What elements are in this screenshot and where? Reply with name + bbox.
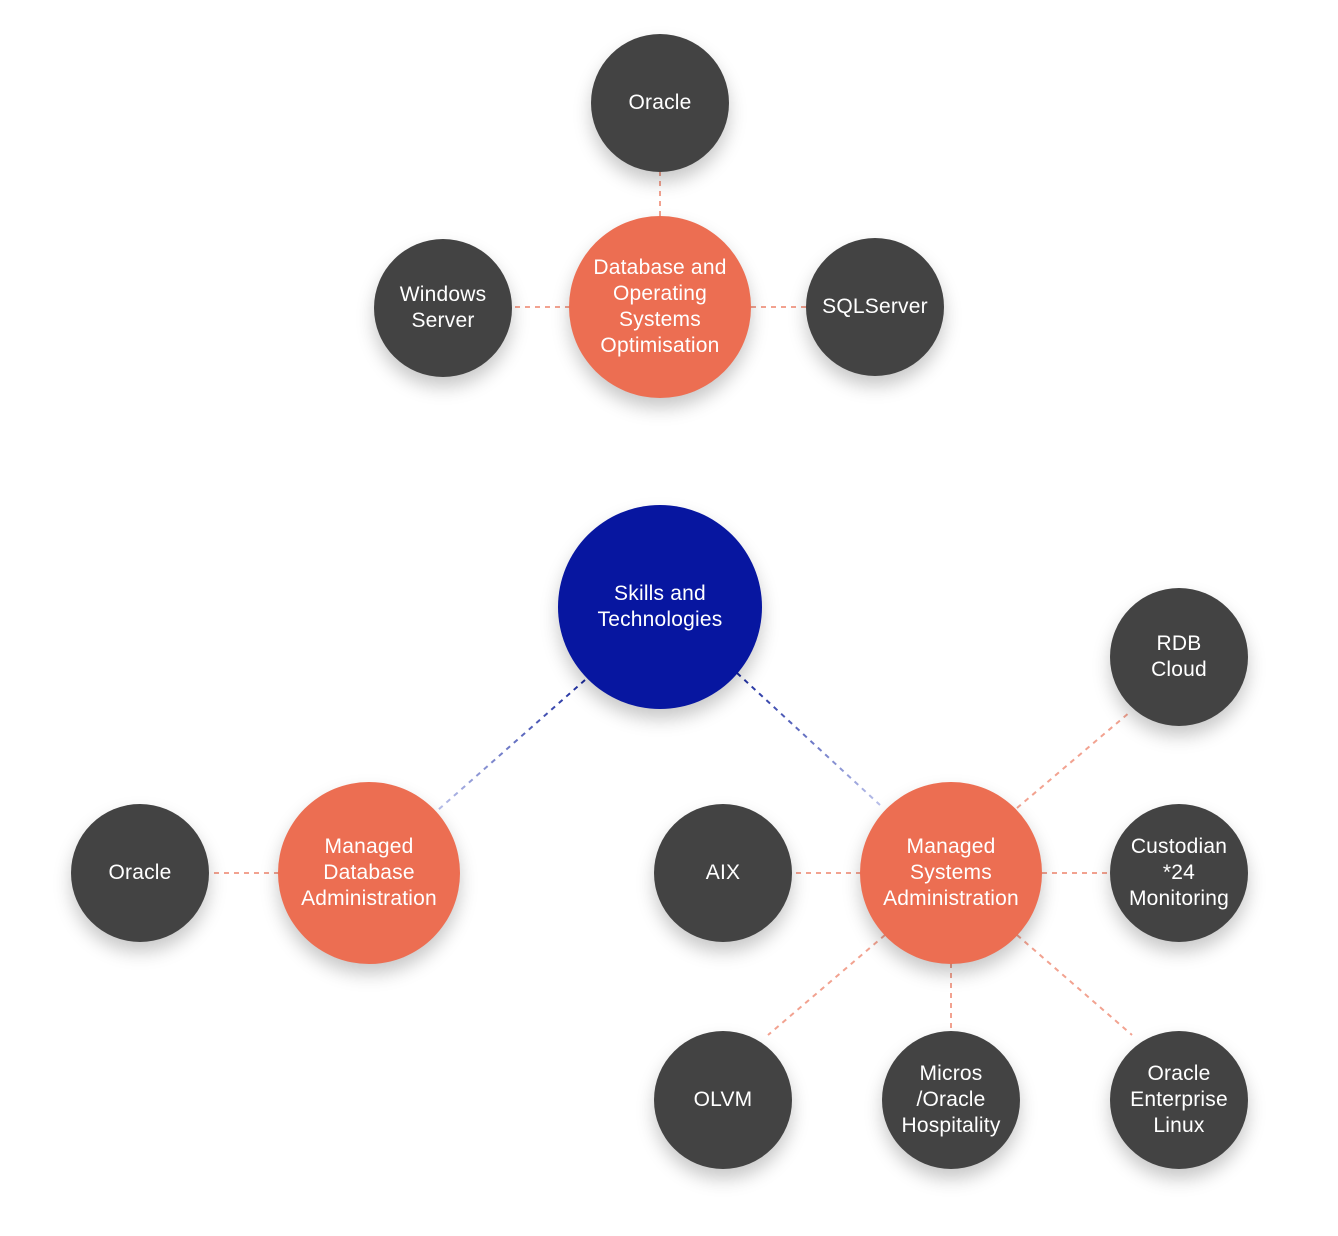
node-label: Database and Operating Systems Optimisat… <box>593 256 727 357</box>
node-database-os-optimisation: Database and Operating Systems Optimisat… <box>569 216 751 398</box>
node-label: Oracle <box>108 861 172 884</box>
node-aix: AIX <box>654 804 792 942</box>
node-label: OLVM <box>693 1088 753 1111</box>
node-skills-and-technologies: Skills and Technologies <box>558 505 762 709</box>
node-label: Windows Server <box>399 283 487 332</box>
node-label: Custodian *24 Monitoring <box>1128 835 1230 910</box>
link-center-msa <box>736 672 881 806</box>
node-label: Micros /Oracle Hospitality <box>901 1062 1001 1137</box>
node-label: Skills and Technologies <box>597 582 723 631</box>
node-label: AIX <box>705 861 741 884</box>
node-custodian-monitoring: Custodian *24 Monitoring <box>1110 804 1248 942</box>
node-label: Managed Systems Administration <box>883 835 1019 910</box>
node-label: Managed Database Administration <box>301 835 437 910</box>
link-msa-oel <box>1016 934 1133 1036</box>
node-olvm: OLVM <box>654 1031 792 1169</box>
node-managed-database-administration: Managed Database Administration <box>278 782 460 964</box>
node-label: SQLServer <box>822 295 928 318</box>
link-msa-olvm <box>767 934 886 1036</box>
node-sqlserver: SQLServer <box>806 238 944 376</box>
node-managed-systems-administration: Managed Systems Administration <box>860 782 1042 964</box>
link-msa-rdb <box>1016 711 1131 809</box>
link-center-mda <box>437 679 586 811</box>
node-oracle-left: Oracle <box>71 804 209 942</box>
node-label: Oracle Enterprise Linux <box>1130 1062 1228 1137</box>
node-windows-server: Windows Server <box>374 239 512 377</box>
node-oracle-enterprise-linux: Oracle Enterprise Linux <box>1110 1031 1248 1169</box>
node-micros-oracle-hospitality: Micros /Oracle Hospitality <box>882 1031 1020 1169</box>
node-label: RDB Cloud <box>1151 632 1207 681</box>
node-rdb-cloud: RDB Cloud <box>1110 588 1248 726</box>
node-label: Oracle <box>628 91 692 114</box>
node-oracle-top: Oracle <box>591 34 729 172</box>
